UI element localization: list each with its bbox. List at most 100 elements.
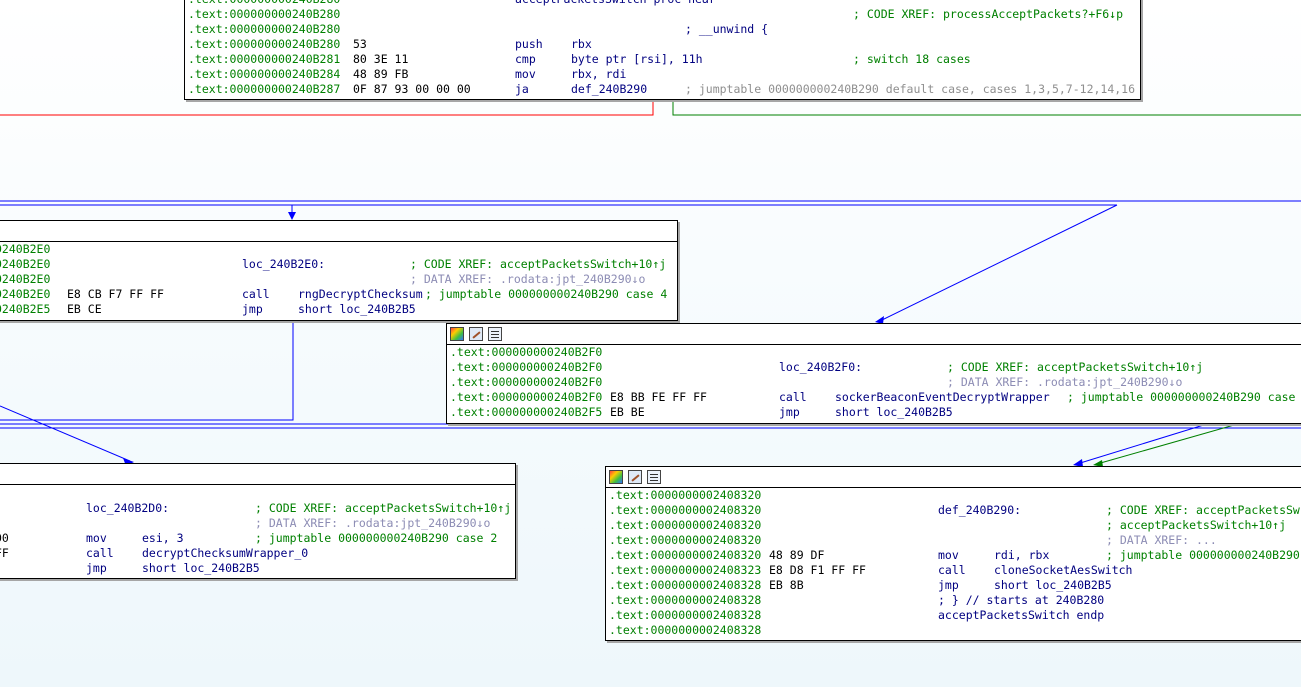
edge-true xyxy=(672,100,1301,116)
line-operand[interactable]: cloneSocketAesSwitch xyxy=(994,563,1133,577)
line-label[interactable]: loc_240B2E0: xyxy=(242,257,326,271)
line-bytes: EB BE xyxy=(610,405,645,419)
line-address: .text:000000000240B2F5 xyxy=(450,405,603,419)
line-mnemonic: mov xyxy=(938,548,959,562)
line-comment: ; jumptable 000000000240B290 case 2 xyxy=(255,531,498,545)
line-operand[interactable]: short loc_240B2B5 xyxy=(142,561,260,575)
line-bytes: E8 D8 F1 FF FF xyxy=(769,563,866,577)
line-label[interactable]: ; } // starts at 240B280 xyxy=(938,593,1105,607)
line-operand[interactable]: byte ptr [rsi], 11h xyxy=(571,52,703,66)
line-comment: ; acceptPacketsSwitch+10↑j xyxy=(1106,518,1287,532)
line-address: 0240B2E0 xyxy=(0,287,51,301)
line-label[interactable]: acceptPacketsSwitch proc near xyxy=(515,0,716,7)
graph-overview-icon[interactable] xyxy=(609,470,623,484)
line-bytes: E8 BB FE FF FF xyxy=(610,390,707,404)
line-mnemonic: jmp xyxy=(86,561,107,575)
line-comment: ; DATA XREF: .rodata:jpt_240B290↓o xyxy=(410,272,646,286)
line-bytes: FF xyxy=(0,546,9,560)
line-mnemonic: ja xyxy=(515,82,529,96)
line-address: .text:000000000240B280 xyxy=(188,7,341,21)
line-bytes: 0F 87 93 00 00 00 xyxy=(353,82,471,96)
line-comment: ; CODE XREF: acceptPacketsSwitch+10↑j xyxy=(255,501,512,515)
line-comment: ; CODE XREF: acceptPacketsSwitch+10↑j xyxy=(947,360,1204,374)
line-operand[interactable]: decryptChecksumWrapper_0 xyxy=(142,546,309,560)
line-address: .text:0000000002408320 xyxy=(609,488,762,502)
xref-list-icon[interactable] xyxy=(647,470,661,484)
line-comment: ; CODE XREF: acceptPacketsSwitch+10↑j xyxy=(410,257,667,271)
line-comment: ; jumptable 000000000240B290 case 6 xyxy=(1067,390,1301,404)
line-operand[interactable]: sockerBeaconEventDecryptWrapper xyxy=(835,390,1050,404)
line-mnemonic: jmp xyxy=(938,578,959,592)
line-operand[interactable]: def_240B290 xyxy=(571,82,648,96)
code-block-default-case[interactable]: .text:0000000002408320.text:000000000240… xyxy=(605,466,1301,641)
edit-color-icon[interactable] xyxy=(469,327,483,341)
line-mnemonic: mov xyxy=(515,67,536,81)
line-address: .text:000000000240B280 xyxy=(188,0,340,7)
arrow-head xyxy=(875,316,884,324)
line-mnemonic: call xyxy=(242,287,270,301)
edge-false xyxy=(0,100,654,116)
line-comment: ; jumptable 000000000240B290 default cas… xyxy=(685,82,1136,96)
block-header xyxy=(606,467,1301,488)
line-bytes: 00 xyxy=(0,531,9,545)
line-mnemonic: call xyxy=(779,390,807,404)
line-mnemonic: jmp xyxy=(242,302,263,316)
line-address: .text:0000000002408320 xyxy=(609,548,762,562)
arrow-head xyxy=(1093,460,1103,467)
line-address: .text:000000000240B280 xyxy=(188,22,341,36)
line-address: .text:0000000002408328 xyxy=(609,623,762,637)
line-comment: ; DATA XREF: .rodata:jpt_240B290↓o xyxy=(255,516,491,530)
line-address: .text:0000000002408320 xyxy=(609,518,762,532)
line-bytes: 53 xyxy=(353,37,367,51)
line-operand[interactable]: rdi, rbx xyxy=(994,548,1050,562)
line-operand[interactable]: esi, 3 xyxy=(142,531,184,545)
line-address: .text:0000000002408328 xyxy=(609,593,762,607)
line-comment: ; CODE XREF: processAcceptPackets?+F6↓p xyxy=(853,7,1124,21)
line-address: .text:0000000002408320 xyxy=(609,503,762,517)
line-bytes: 48 89 DF xyxy=(769,548,825,562)
line-operand[interactable]: rbx, rdi xyxy=(571,67,627,81)
line-bytes: EB CE xyxy=(67,302,102,316)
line-label[interactable]: acceptPacketsSwitch endp xyxy=(938,608,1105,622)
line-mnemonic: mov xyxy=(86,531,107,545)
line-address: 0240B2E0 xyxy=(0,272,51,286)
line-operand[interactable]: rbx xyxy=(571,37,592,51)
line-address: .text:0000000002408323 xyxy=(609,563,762,577)
block-header xyxy=(447,324,1301,345)
line-label[interactable]: loc_240B2D0: xyxy=(86,501,170,515)
line-address: .text:000000000240B2F0 xyxy=(450,375,603,389)
line-bytes: 80 3E 11 xyxy=(353,52,409,66)
code-block-entry[interactable]: .text:000000000240B280 acceptPacketsSwitc… xyxy=(184,0,1141,100)
code-block-case-6[interactable]: .text:000000000240B2F0 .text:000000000240… xyxy=(446,323,1301,424)
line-operand[interactable]: rngDecryptChecksum xyxy=(298,287,423,301)
line-comment: ; switch 18 cases xyxy=(853,52,971,66)
line-operand[interactable]: short loc_240B2B5 xyxy=(298,302,416,316)
graph-overview-icon[interactable] xyxy=(450,327,464,341)
line-operand[interactable]: short loc_240B2B5 xyxy=(994,578,1112,592)
line-address: .text:0000000002408320 xyxy=(609,533,762,547)
block-header xyxy=(0,221,677,242)
line-comment: ; jumptable 000000000240B290 xyxy=(1106,548,1300,562)
line-address: .text:000000000240B280 xyxy=(188,37,341,51)
line-operand[interactable]: short loc_240B2B5 xyxy=(835,405,953,419)
line-address: 0240B2E0 xyxy=(0,242,51,256)
line-address: .text:0000000002408328 xyxy=(609,608,762,622)
line-address: .text:000000000240B287 xyxy=(188,82,341,96)
line-label[interactable]: def_240B290: xyxy=(938,503,1022,517)
code-block-case-2[interactable]: loc_240B2D0: ; CODE XREF: acceptPacketsSw… xyxy=(0,463,516,579)
line-address: .text:000000000240B281 xyxy=(188,52,341,66)
edit-color-icon[interactable] xyxy=(628,470,642,484)
line-label[interactable]: loc_240B2F0: xyxy=(779,360,863,374)
line-label[interactable]: ; __unwind { xyxy=(685,22,769,36)
line-address: 0240B2E0 xyxy=(0,257,51,271)
line-bytes: E8 CB F7 FF FF xyxy=(67,287,164,301)
edge xyxy=(0,405,131,462)
line-comment: ; DATA XREF: ... xyxy=(1106,533,1217,547)
line-mnemonic: cmp xyxy=(515,52,536,66)
line-address: 0240B2E5 xyxy=(0,302,51,316)
xref-list-icon[interactable] xyxy=(488,327,502,341)
line-mnemonic: call xyxy=(86,546,114,560)
block-header xyxy=(0,464,515,485)
